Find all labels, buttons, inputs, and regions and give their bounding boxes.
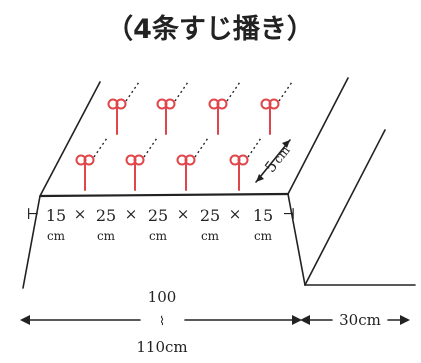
seed-mark xyxy=(107,81,140,135)
arrowhead xyxy=(300,315,310,325)
arrowhead xyxy=(256,174,264,182)
diagram-title: （4条すじ播き） xyxy=(106,14,314,45)
segment-unit: cm xyxy=(201,229,220,243)
seed-mark xyxy=(229,137,262,191)
arrowhead xyxy=(400,315,410,325)
segment-unit: cm xyxy=(97,229,116,243)
path-width-label: 30cm xyxy=(339,311,381,329)
segment-value: 25 xyxy=(148,206,168,225)
seed-row-front xyxy=(75,137,262,191)
arrowhead xyxy=(20,315,30,325)
bed-width-separator: ⌇ xyxy=(159,314,165,328)
segment-arrow: × xyxy=(177,205,190,223)
arrowhead xyxy=(292,315,302,325)
seed-row-back xyxy=(107,81,293,135)
segment-value: 25 xyxy=(96,206,116,225)
bed-width-top: 100 xyxy=(148,288,177,306)
segment-unit: cm xyxy=(47,229,66,243)
path-width-dimension: 30cm xyxy=(300,311,410,329)
segment-unit: cm xyxy=(149,229,168,243)
bed-outline xyxy=(22,77,416,289)
seed-mark xyxy=(75,137,108,191)
segment-value: 25 xyxy=(200,206,220,225)
row-spacing-indicator: 5 cm xyxy=(255,139,294,183)
bed-width-bottom: 110cm xyxy=(136,338,187,356)
seed-mark xyxy=(156,81,189,135)
row-spacing-unit: cm xyxy=(271,143,294,166)
segment-arrow: ⊣ xyxy=(283,205,296,223)
segment-dimensions: ⊢ × × × × ⊣ 15 cm 25 cm 25 cm 25 cm 15 c… xyxy=(27,205,296,243)
seed-mark xyxy=(208,81,241,135)
segment-arrow: × xyxy=(125,205,138,223)
seed-mark xyxy=(176,137,209,191)
segment-value: 15 xyxy=(46,206,66,225)
segment-arrow: ⊢ xyxy=(27,205,40,223)
seed-mark xyxy=(125,137,158,191)
segment-arrow: × xyxy=(74,205,87,223)
seed-mark xyxy=(260,81,293,135)
arrowhead xyxy=(282,140,290,148)
segment-arrow: × xyxy=(229,205,242,223)
bed-width-dimension: 100 ⌇ 110cm xyxy=(20,288,302,356)
segment-value: 15 xyxy=(253,206,273,225)
segment-unit: cm xyxy=(254,229,273,243)
